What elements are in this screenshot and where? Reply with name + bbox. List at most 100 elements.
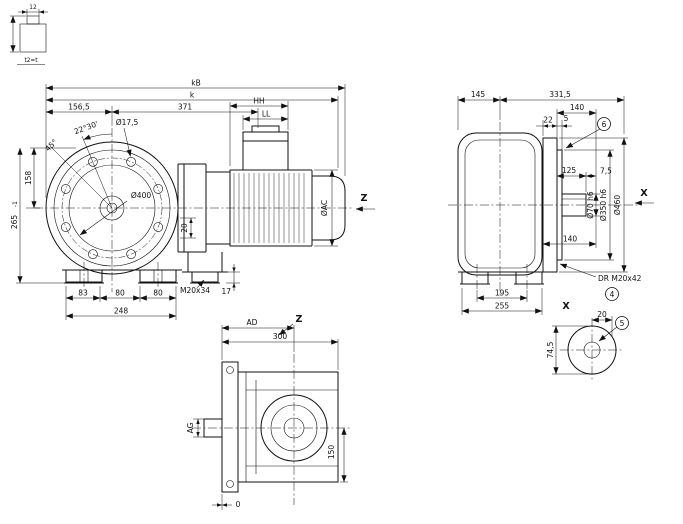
front-extension-lines: [16, 84, 346, 320]
dim-22-5-arrows: [543, 124, 567, 128]
view-x-label: X: [640, 188, 648, 199]
view-z-label: Z: [361, 193, 368, 204]
dim-20: 20: [180, 223, 189, 233]
dia-460: Ø460: [613, 195, 622, 215]
balloon-4: 4: [610, 290, 615, 299]
dim-0-arrows: [217, 503, 227, 507]
output-shaft-section: [270, 404, 318, 452]
dim-145: 145: [471, 90, 486, 99]
dia-70: Ø70 h6: [586, 191, 595, 219]
dim-156-5: 156,5: [68, 103, 90, 112]
side-centerlines: [448, 122, 640, 296]
view-z-title: Z: [296, 314, 303, 325]
dim-ag-arrows: [196, 419, 200, 437]
dim-371: 371: [178, 103, 193, 112]
x-detail-extension-lines: [552, 316, 613, 375]
top-body-contours: [245, 372, 338, 482]
motor-cooling-fins: [233, 173, 305, 243]
side-foot-right: [515, 271, 543, 285]
x-detail-title: X: [562, 301, 570, 312]
front-centerlines: [34, 128, 352, 292]
dim-key-width-arrows: [22, 10, 44, 14]
terminal-box: [242, 125, 289, 170]
front-view: kB k 156,5 371 HH LL 22°30' Ø17,5 45° 15…: [10, 79, 375, 320]
dim-key-width: 12: [29, 5, 37, 11]
flange-bolt-holes: [61, 157, 163, 259]
balloon-5-circle: [615, 316, 629, 330]
dim-k: k: [190, 91, 195, 100]
top-body: [237, 371, 339, 483]
dim-300: 300: [273, 332, 288, 341]
balloon-5: 5: [620, 319, 625, 328]
dim-7-5-arrows: [586, 174, 596, 178]
dim-7-5: 7,5: [600, 167, 612, 176]
side-foot-left: [461, 271, 489, 285]
output-boss-circle: [260, 394, 328, 462]
x-detail-centerlines: [560, 318, 624, 382]
foot-bolt-slots: [79, 270, 163, 282]
fan-cover-inner: [464, 139, 536, 269]
dim-150: 150: [327, 445, 336, 460]
leader-foot-thread: [196, 279, 205, 289]
dim-x20: 20: [597, 310, 607, 319]
radial-hole-lines: [49, 135, 113, 209]
leader-balloon-5: [598, 326, 618, 342]
keyway-section: [19, 23, 47, 53]
dim-265: 265: [10, 215, 19, 230]
flange-face-circle: [53, 149, 171, 267]
bracket-pad: [191, 271, 219, 283]
view-z-direction-arrow: [278, 323, 294, 336]
dim-kb: kB: [191, 79, 201, 88]
keyway-note: t2=t: [24, 58, 38, 64]
dim-140-top: 140: [570, 103, 585, 112]
dim-140-bottom: 140: [563, 235, 578, 244]
label-ad: AD: [247, 318, 258, 327]
dia-ac: ØAC: [320, 200, 329, 216]
top-view: AD Z 300 150 AG 0: [186, 314, 352, 510]
shaft-hub-circle: [99, 195, 125, 221]
dia-350: Ø350 h6: [599, 189, 608, 221]
center-thread-circle: [583, 341, 601, 359]
flange-recess-circle: [68, 164, 156, 252]
bolt-circle: [61, 157, 163, 259]
dim-hh: HH: [253, 97, 264, 106]
top-flange-plate: [221, 361, 239, 493]
balloon-6: 6: [602, 120, 607, 129]
gear-housing-outline: [62, 163, 313, 271]
flange-hole-bottom: [226, 480, 234, 488]
flange-hole-top: [226, 366, 234, 374]
dim-331-5: 331,5: [549, 90, 571, 99]
dim-17: 17: [221, 287, 231, 296]
angle-22-30: 22°30': [73, 119, 99, 136]
output-shaft: [561, 193, 587, 217]
foot-right: [139, 269, 177, 283]
dim-74-5: 74,5: [546, 341, 555, 358]
thread-foot: M20x34: [180, 286, 210, 295]
leader-center-thread: [559, 263, 597, 278]
input-shaft-stub: [203, 418, 223, 438]
side-view: 6 4 145 331,5 140 22 5 125 7,5 Ø70 h6 Ø3…: [448, 90, 654, 315]
output-bore-circle: [283, 417, 305, 439]
dim-195: 195: [495, 289, 510, 298]
adapter-bracket: [182, 252, 228, 273]
balloon-4-circle: [605, 287, 619, 301]
top-centerlines: [192, 354, 352, 505]
dim-ll: LL: [262, 110, 271, 119]
angle-45: 45°: [43, 137, 59, 153]
dim-255: 255: [495, 302, 510, 311]
dim-22: 22: [543, 116, 553, 125]
dim-83: 83: [78, 289, 88, 298]
dia-400: Ø400: [131, 191, 151, 200]
x-detail-view: X 20 74,5 5: [546, 301, 629, 382]
dim-80-left: 80: [115, 289, 125, 298]
dim-248: 248: [114, 307, 129, 316]
thread-center: DR M20x42: [598, 274, 642, 283]
dim-0: 0: [236, 500, 241, 509]
dim-17-arrows: [232, 267, 236, 288]
dim-20-arrows: [189, 218, 193, 238]
dim-125: 125: [562, 166, 577, 175]
dia-17-5: Ø17,5: [116, 118, 139, 127]
keyway-extension-lines: [10, 9, 40, 53]
dim-80-right: 80: [153, 289, 163, 298]
